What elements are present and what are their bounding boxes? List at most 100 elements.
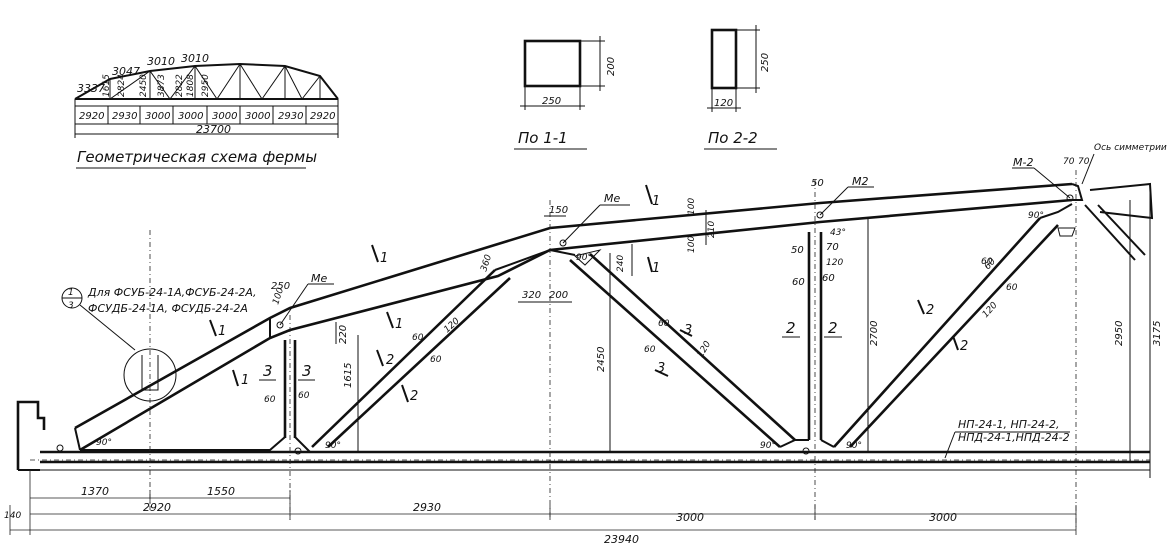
scheme-diag-4: 3873 xyxy=(157,74,167,97)
bot-dim-3000b: 3000 xyxy=(929,511,957,524)
mark-1a: 1 xyxy=(380,251,388,266)
detail-num-bottom: 3 xyxy=(68,301,74,311)
mark-3c: 3 xyxy=(684,323,692,338)
markers: Ме М2 Ме М-2 Ось симметрии фермы xyxy=(279,143,1168,326)
scheme-panel-3: 3000 xyxy=(145,111,170,122)
dim-150: 150 xyxy=(549,205,568,216)
dim-60f: 60 xyxy=(792,277,805,288)
scheme-panel-2: 2930 xyxy=(112,111,137,122)
sec11-title: По 1-1 xyxy=(518,129,568,147)
sec11-width: 250 xyxy=(542,96,561,107)
dim-60i: 60 xyxy=(1006,283,1018,293)
dim-60c: 60 xyxy=(264,395,276,405)
scheme-panel-7: 2930 xyxy=(278,111,303,122)
angle-3: 90° xyxy=(576,253,592,263)
scheme-panel-8: 2920 xyxy=(310,111,335,122)
np-note: НП-24-1, НП-24-2, НПД-24-1,НПД-24-2 xyxy=(944,418,1070,459)
bot-dim-2930: 2930 xyxy=(413,501,441,514)
mark-1e: 1 xyxy=(395,317,403,332)
scheme-panel-4: 3000 xyxy=(178,111,203,122)
scheme-diag-3: 2450 xyxy=(139,74,149,97)
sec22-width: 120 xyxy=(714,98,733,109)
scheme-height-3: 3010 xyxy=(147,55,175,68)
dim-2450: 2450 xyxy=(596,347,607,372)
dim-240: 240 xyxy=(616,255,626,272)
dim-70b: 70 xyxy=(1063,157,1075,167)
scheme-height-1: 3337 xyxy=(77,82,105,95)
scheme-panel-1: 2920 xyxy=(79,111,104,122)
bot-dim-140: 140 xyxy=(4,511,21,521)
scheme-diag-7: 2950 xyxy=(201,74,211,97)
dim-210: 210 xyxy=(707,221,717,238)
dim-220: 220 xyxy=(338,325,349,344)
geometric-scheme: 3337 3047 3010 3010 1615 2824 2450 3873 … xyxy=(74,52,339,169)
dim-250: 250 xyxy=(271,281,290,292)
bot-dim-1370: 1370 xyxy=(81,485,109,498)
marker-me-2: Ме xyxy=(311,272,327,285)
mark-2d: 2 xyxy=(828,319,838,337)
sec22-height: 250 xyxy=(760,53,771,72)
detail-note-top: Для ФСУБ-24-1А,ФСУБ-24-2А, xyxy=(87,286,256,299)
dim-60g: 60 xyxy=(822,273,835,284)
marker-m-2: М-2 xyxy=(1013,156,1033,169)
axis-label: Ось симметрии фермы xyxy=(1094,143,1168,153)
mark-2f: 2 xyxy=(960,339,968,354)
mark-1d: 1 xyxy=(218,324,226,339)
detail-num-top: 1 xyxy=(68,288,74,298)
scheme-total-span: 23700 xyxy=(196,123,231,136)
dim-60e2: 60 xyxy=(658,319,670,329)
scheme-height-2: 3047 xyxy=(112,65,140,78)
main-truss xyxy=(16,170,1154,530)
dim-50b: 50 xyxy=(791,245,804,256)
member-dims: 150 100 100 210 360 240 320 200 250 100 … xyxy=(96,157,1163,462)
scheme-title: Геометрическая схема фермы xyxy=(77,148,317,166)
scheme-panel-6: 3000 xyxy=(245,111,270,122)
mark-1c: 1 xyxy=(652,261,660,276)
dim-120b: 120 xyxy=(696,339,713,359)
section-2-2: 120 250 По 2-2 xyxy=(704,25,777,150)
angle-4: 90° xyxy=(760,441,776,451)
mark-3b: 3 xyxy=(302,362,312,380)
detail-callout: 1 3 Для ФСУБ-24-1А,ФСУБ-24-2А, ФСУДБ-24-… xyxy=(61,286,256,402)
mark-2c: 2 xyxy=(786,319,796,337)
np-note-2: НПД-24-1,НПД-24-2 xyxy=(958,431,1070,444)
dim-360: 360 xyxy=(479,253,494,273)
bot-dim-2920: 2920 xyxy=(143,501,171,514)
angle-5: 90° xyxy=(846,441,862,451)
angle-6: 90° xyxy=(1028,211,1044,221)
marker-me-1: Ме xyxy=(604,192,620,205)
bottom-dimensions: 1370 1550 140 2920 2930 3000 3000 23940 xyxy=(4,470,1077,546)
scheme-height-4: 3010 xyxy=(181,52,209,65)
dim-2950: 2950 xyxy=(1114,321,1125,346)
bot-dim-3000a: 3000 xyxy=(676,511,704,524)
dim-60b: 60 xyxy=(430,355,442,365)
mark-1b: 1 xyxy=(652,194,660,209)
angle-1: 90° xyxy=(96,438,112,448)
np-note-1: НП-24-1, НП-24-2, xyxy=(958,418,1059,431)
scheme-diag-1: 1615 xyxy=(102,74,112,97)
dim-70a: 70 xyxy=(826,242,839,253)
marker-m2: М2 xyxy=(852,175,869,188)
bot-dim-1550: 1550 xyxy=(207,485,235,498)
dim-2700: 2700 xyxy=(869,321,880,346)
dim-100b: 100 xyxy=(687,236,697,253)
mark-1f: 1 xyxy=(241,373,249,388)
dim-50a: 50 xyxy=(811,178,824,189)
dim-60a: 60 xyxy=(412,333,424,343)
mark-3a: 3 xyxy=(263,362,273,380)
dim-3175: 3175 xyxy=(1152,321,1163,346)
dim-60h: 60 xyxy=(981,257,993,267)
scheme-diag-6: 1808 xyxy=(186,74,196,97)
dim-320: 320 xyxy=(522,290,541,301)
mark-2a: 2 xyxy=(386,353,394,368)
detail-note-bottom: ФСУДБ-24-1А, ФСУДБ-24-2А xyxy=(88,302,248,315)
dim-60e: 60 xyxy=(644,345,656,355)
section-marks: 1 1 1 1 1 1 2 2 2 2 2 2 3 3 3 3 xyxy=(209,184,968,404)
mark-2b: 2 xyxy=(410,389,418,404)
dim-200: 200 xyxy=(549,290,568,301)
dim-60d: 60 xyxy=(298,391,310,401)
dim-100a: 100 xyxy=(687,198,697,215)
mark-3d: 3 xyxy=(657,361,665,376)
sec11-height: 200 xyxy=(606,57,617,76)
